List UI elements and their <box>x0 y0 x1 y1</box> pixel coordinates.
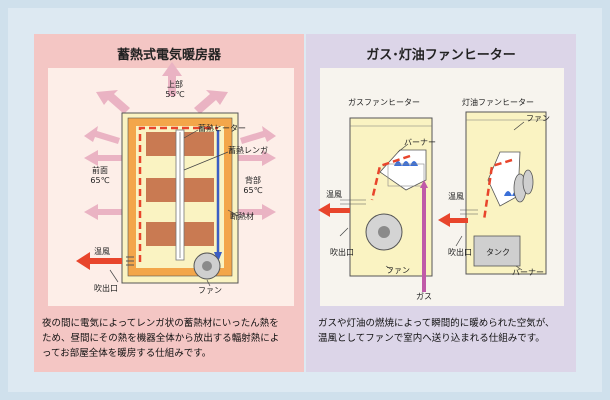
storage-heater-unit <box>121 112 239 284</box>
left-panel-title: 蓄熱式電気暖房器 <box>116 48 221 63</box>
right-leader-lines <box>339 121 525 271</box>
label-kerosene-burner: バーナー <box>512 268 544 277</box>
right-description: ガスや灯油の燃焼によって瞬間的に暖められた空気が、 温風としてファンで室内へ送り… <box>318 318 555 344</box>
label-gas-supply: ガス <box>416 292 432 301</box>
label-heater: 蓄熱ヒーター <box>198 124 246 133</box>
label-kerosene-fan: ファン <box>526 114 550 123</box>
gas-fan-heater <box>340 117 433 292</box>
label-brick: 蓄熱レンガ <box>228 146 268 155</box>
warm-air-arrow-left <box>76 252 122 270</box>
label-gas-fan: ファン <box>386 266 410 275</box>
warm-air-arrow-kerosene <box>438 213 468 227</box>
label-kerosene-subtitle: 灯油ファンヒーター <box>462 98 534 107</box>
label-outlet-left: 吹出口 <box>94 284 118 293</box>
label-gas-outlet: 吹出口 <box>330 248 354 257</box>
label-kerosene-outlet: 吹出口 <box>448 248 472 257</box>
label-warm-air-left: 温風 <box>94 247 110 256</box>
label-gas-burner: バーナー <box>404 138 436 147</box>
label-fan-left: ファン <box>198 286 222 295</box>
label-gas-subtitle: ガスファンヒーター <box>348 98 420 107</box>
label-kerosene-tank: タンク <box>486 248 510 257</box>
left-leader-lines <box>109 129 239 287</box>
radiant-heat-arrows <box>84 62 276 220</box>
right-panel-title: ガス･灯油ファンヒーター <box>366 48 516 63</box>
kerosene-fan-heater <box>460 111 547 275</box>
left-description: 夜の間に電気によってレンガ状の蓄熱材にいったん熱を ため、昼間にその熱を機器全体… <box>42 318 280 359</box>
label-gas-warm-air: 温風 <box>326 190 342 199</box>
warm-air-arrow-gas <box>318 203 350 217</box>
label-kerosene-warm-air: 温風 <box>448 192 464 201</box>
label-insulation: 断熱材 <box>230 212 254 221</box>
